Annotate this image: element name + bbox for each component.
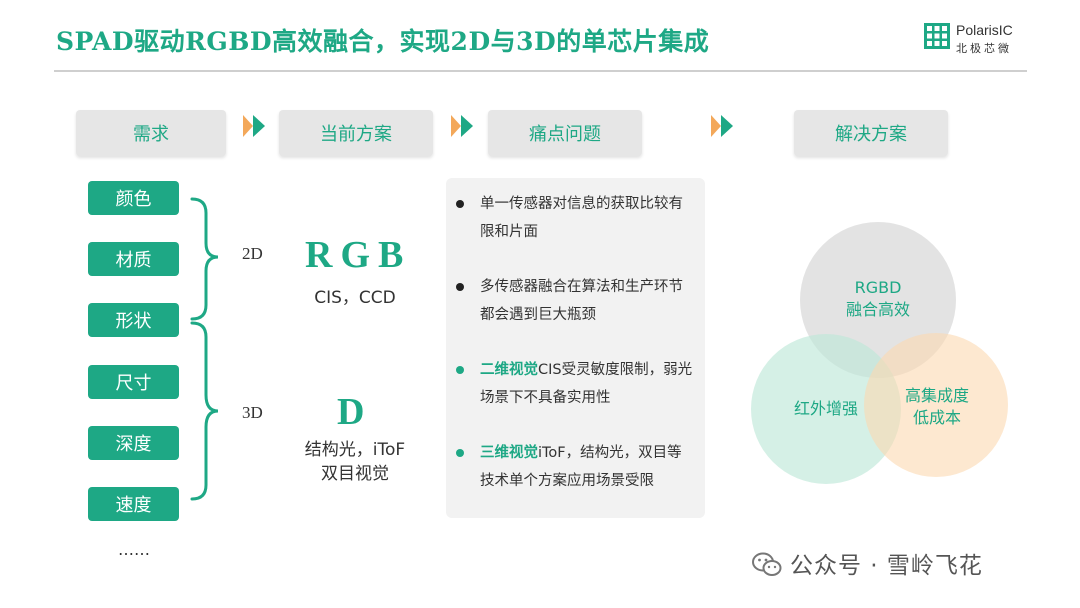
label-3d: 3D: [242, 403, 263, 422]
logo-name: PolarisIC: [956, 22, 1013, 38]
venn-label-rgbd: RGBD 融合高效: [845, 278, 910, 319]
label-2d: 2D: [242, 244, 263, 263]
venn-circle-integration: [864, 333, 1008, 477]
need-item-shape: 形状: [88, 303, 179, 337]
bullet-icon: [456, 200, 464, 208]
solution-venn-diagram: RGBD 融合高效 红外增强 高集成度 低成本: [740, 215, 1040, 495]
pain-item: 二维视觉CIS受灵敏度限制，弱光场景下不具备实用性: [456, 356, 696, 412]
venn-label-integration: 高集成度 低成本: [904, 386, 969, 427]
need-item-material: 材质: [88, 242, 179, 276]
venn-circles: [751, 222, 1008, 484]
logo-subtitle: 北极芯微: [956, 42, 1012, 55]
company-logo: PolarisIC 北极芯微: [924, 21, 1030, 57]
bullet-icon: [456, 283, 464, 291]
venn-circle-infrared: [751, 334, 901, 484]
bullet-icon: [456, 366, 464, 374]
rgb-title: RGB: [305, 234, 412, 276]
header-pain-points: 痛点问题: [488, 110, 642, 156]
header-current-solution: 当前方案: [279, 110, 433, 156]
d-title: D: [337, 391, 365, 433]
wechat-icon: [752, 552, 782, 576]
title-divider: [54, 70, 1027, 72]
d-subtitle-2: 双目视觉: [321, 464, 389, 484]
need-item-depth: 深度: [88, 426, 179, 460]
need-item-speed: 速度: [88, 487, 179, 521]
needs-more: ……: [118, 540, 150, 559]
grouping-braces: [190, 197, 219, 501]
bullet-icon: [456, 449, 464, 457]
d-subtitle-1: 结构光，iToF: [304, 440, 406, 460]
header-solution: 解决方案: [794, 110, 948, 156]
chevron-right-icon: [711, 115, 733, 137]
need-item-color: 颜色: [88, 181, 179, 215]
pain-item: 单一传感器对信息的获取比较有限和片面: [456, 190, 696, 246]
pain-item: 多传感器融合在算法和生产环节都会遇到巨大瓶颈: [456, 273, 696, 329]
chevron-right-icon: [243, 115, 265, 137]
pain-points-panel: 单一传感器对信息的获取比较有限和片面 多传感器融合在算法和生产环节都会遇到巨大瓶…: [446, 178, 705, 518]
wechat-watermark: 公众号 · 雪岭飞花: [752, 546, 983, 580]
pain-item: 三维视觉iToF，结构光，双目等技术单个方案应用场景受限: [456, 439, 696, 495]
need-item-size: 尺寸: [88, 365, 179, 399]
polarisic-logo-icon: [924, 23, 950, 49]
header-needs: 需求: [76, 110, 226, 156]
venn-label-infrared: 红外增强: [793, 399, 858, 418]
chevron-right-icon: [451, 115, 473, 137]
page-title: SPAD驱动RGBD高效融合，实现2D与3D的单芯片集成: [56, 27, 710, 56]
rgb-subtitle: CIS，CCD: [314, 288, 396, 308]
